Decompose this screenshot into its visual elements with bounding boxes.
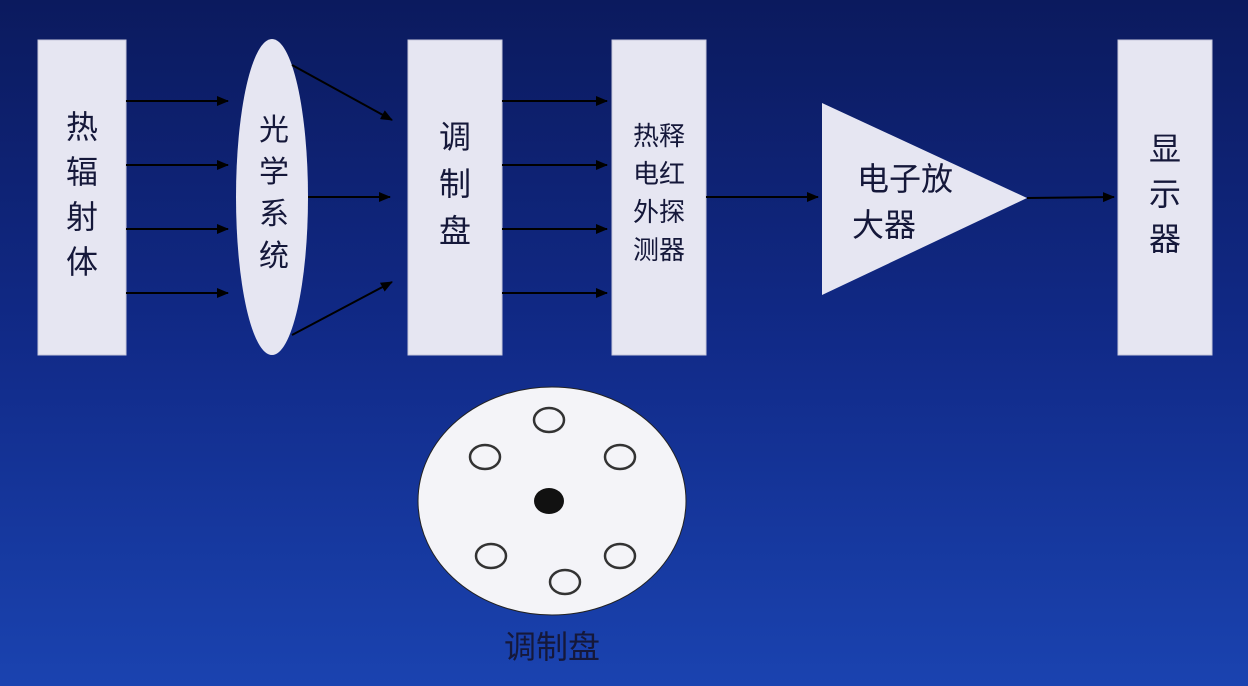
display-char: 器 xyxy=(1149,220,1181,258)
disc-hole xyxy=(532,406,566,434)
detector-line: 热释 xyxy=(633,122,685,152)
source-block: 热 辐 射 体 xyxy=(37,39,127,356)
modulator-char: 制 xyxy=(439,165,471,203)
arrow xyxy=(1026,192,1115,203)
detector-line: 电红 xyxy=(633,160,685,190)
disc-label: 调制盘 xyxy=(504,628,600,666)
source-char: 辐 xyxy=(66,153,98,191)
disc-center xyxy=(534,488,564,514)
arrow xyxy=(291,64,393,121)
display-char: 示 xyxy=(1149,175,1181,213)
disc-hole xyxy=(548,568,582,596)
source-char: 射 xyxy=(66,198,98,236)
amplifier-triangle: 电子放 大器 xyxy=(822,103,1027,295)
modulator-char: 调 xyxy=(439,118,471,156)
arrow xyxy=(291,281,393,336)
disc-hole xyxy=(468,443,502,471)
arrows xyxy=(126,64,1115,336)
optics-char: 学 xyxy=(259,155,289,190)
optics-char: 系 xyxy=(259,197,289,232)
source-char: 热 xyxy=(66,108,98,146)
display-block: 显 示 器 xyxy=(1117,39,1213,356)
disc-hole xyxy=(474,542,508,570)
modulator-block: 调 制 盘 xyxy=(407,39,503,356)
amplifier-line: 大器 xyxy=(852,206,916,244)
detector-line: 测器 xyxy=(633,236,685,266)
optics-lens: 光 学 系 统 xyxy=(236,39,308,355)
amplifier-line: 电子放 xyxy=(857,160,953,198)
source-char: 体 xyxy=(66,243,98,281)
modulator-char: 盘 xyxy=(439,212,471,250)
optics-char: 光 xyxy=(259,113,289,148)
disc-hole xyxy=(603,443,637,471)
display-char: 显 xyxy=(1149,130,1181,168)
detector-line: 外探 xyxy=(633,198,685,228)
detector-block: 热释 电红 外探 测器 xyxy=(611,39,707,356)
optics-char: 统 xyxy=(259,239,289,274)
modulator-disc xyxy=(417,386,687,616)
disc-hole xyxy=(603,542,637,570)
